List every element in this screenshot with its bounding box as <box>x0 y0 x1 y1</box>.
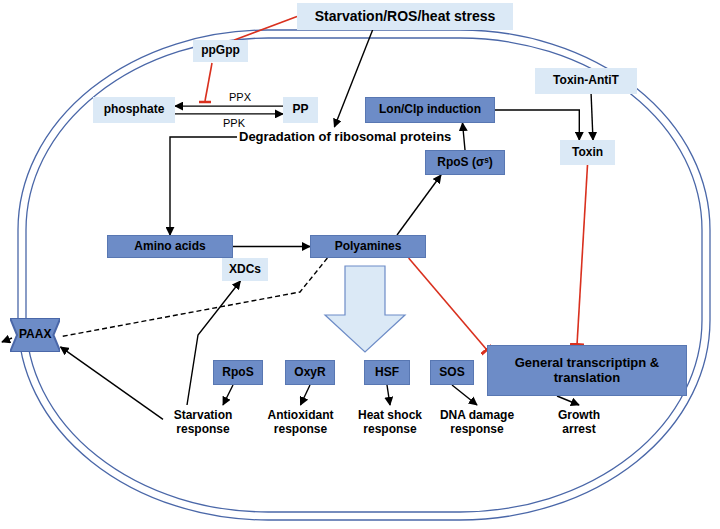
connector-arrow <box>175 113 283 114</box>
connector-arrow <box>223 385 233 405</box>
connector-arrow <box>397 175 441 235</box>
connector-arrow <box>557 396 579 405</box>
response-text: Heat shock response <box>350 405 430 441</box>
node-label: Degradation of ribosomal proteins <box>239 130 451 145</box>
inhibition-line <box>205 63 212 101</box>
inhibition-arrow <box>577 165 588 345</box>
process-text: Degradation of ribosomal proteins <box>237 127 453 147</box>
node-label: Polyamines <box>335 240 402 254</box>
connector-arrow <box>61 347 164 420</box>
connector-arrow <box>301 385 311 405</box>
inhibition-bar <box>199 101 211 104</box>
node-label: Lon/Clp induction <box>379 103 481 117</box>
export-arrow <box>2 338 12 342</box>
node-label: PP <box>292 103 308 117</box>
outer-membrane <box>18 30 710 520</box>
node-label: DNA damage response <box>434 409 520 437</box>
molecule-box: Amino acids <box>107 235 233 258</box>
connector-arrow <box>463 123 466 150</box>
signal-box: ppGpp <box>193 40 248 62</box>
node-label: PAAX <box>19 328 51 342</box>
node-label: Starvation response <box>165 409 241 437</box>
inhibition-arrow <box>409 258 487 350</box>
response-text: Growth arrest <box>548 405 610 441</box>
process-box: General transcriptipn & translation <box>487 345 687 396</box>
connector-arrow <box>495 110 579 140</box>
node-label: OxyR <box>294 366 325 380</box>
molecule-box: PP <box>283 97 318 123</box>
molecule-box: phosphate <box>93 97 175 123</box>
node-label: Heat shock response <box>352 409 428 437</box>
connector-arrow <box>591 94 593 140</box>
process-box: Lon/Clp induction <box>365 97 495 123</box>
regulator-box: RpoS (σˢ) <box>425 150 505 175</box>
molecule-box: Toxin <box>560 140 615 165</box>
node-label: XDCs <box>229 263 261 277</box>
block-arrow <box>325 266 405 352</box>
regulator-box: SOS <box>430 360 474 385</box>
node-label: HSF <box>375 366 399 380</box>
molecule-box: Toxin-AntiT <box>535 68 637 94</box>
node-label: SOS <box>439 366 464 380</box>
node-label: Antioxidant response <box>260 409 341 437</box>
regulator-box: RpoS <box>213 360 263 385</box>
regulator-box: HSF <box>364 360 410 385</box>
node-label: ppGpp <box>201 44 240 58</box>
node-label: Toxin <box>572 146 603 160</box>
edge-label: PPK <box>221 117 247 129</box>
connector-arrow <box>233 246 310 247</box>
regulator-box: OxyR <box>285 360 335 385</box>
connector-arrow <box>387 385 390 405</box>
response-text: Starvation response <box>163 405 243 441</box>
node-label: General transcriptipn & translation <box>494 356 680 386</box>
stress-box: Starvation/ROS/heat stress <box>297 3 513 30</box>
transporter-symbol: PAAX <box>10 318 60 352</box>
node-label: RpoS <box>222 366 253 380</box>
response-text: DNA damage response <box>432 405 522 441</box>
edge-label: PPX <box>227 91 253 103</box>
connector-arrow <box>61 258 328 337</box>
node-label: Toxin-AntiT <box>553 74 619 88</box>
connector-arrow <box>175 105 283 106</box>
connector-arrow <box>452 385 477 405</box>
connector-arrow <box>234 17 297 41</box>
inner-membrane <box>26 38 702 512</box>
molecule-box: Polyamines <box>310 235 426 258</box>
enzyme-box: XDCs <box>222 258 268 281</box>
node-label: Growth arrest <box>550 409 608 437</box>
node-label: Amino acids <box>134 240 205 254</box>
connector-arrow <box>170 137 237 235</box>
connector-arrow <box>187 281 240 405</box>
node-label: Starvation/ROS/heat stress <box>315 8 496 24</box>
node-label: phosphate <box>104 103 165 117</box>
response-text: Antioxidant response <box>258 405 343 441</box>
node-label: RpoS (σˢ) <box>437 156 492 170</box>
